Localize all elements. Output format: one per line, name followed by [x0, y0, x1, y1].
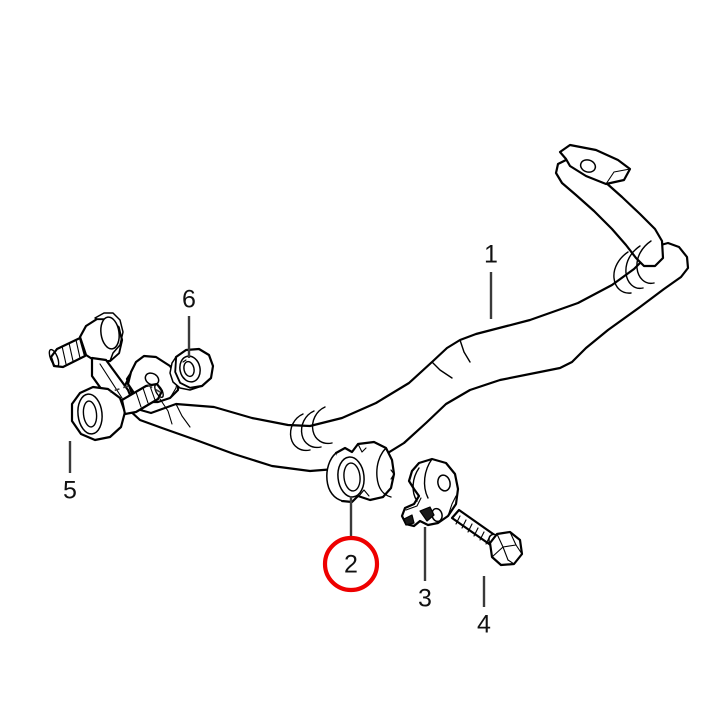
stabilizer-bar-right-tab-edge: [605, 168, 631, 185]
part-bushing-bracket-clamp[interactable]: [400, 457, 460, 528]
drop-link-nut-bore: [183, 360, 195, 378]
stabilizer-bar-left-tab-hole: [144, 372, 160, 386]
bolt-thread-5: [479, 531, 485, 541]
stabilizer-bar-collar-right-a: [613, 251, 632, 294]
bracket-clamp-saddle-arc: [412, 467, 420, 502]
bushing-left-flange: [326, 452, 344, 502]
drop-link-nut-facet-2: [181, 375, 186, 380]
bolt-hex-facet-5: [507, 559, 515, 565]
drop-link-nut-facet-1: [182, 359, 187, 363]
drop-link-lower-bore-outer: [77, 393, 103, 435]
bushing-bore-inner: [343, 462, 361, 492]
drop-link-upper-stud: [49, 336, 87, 369]
callout-label-1[interactable]: 1: [484, 241, 498, 269]
stabilizer-bar-bend-detail-1: [431, 361, 453, 379]
callout-label-3[interactable]: 3: [418, 585, 432, 613]
bracket-clamp-inner-edge: [423, 458, 433, 499]
bolt-hex-head: [488, 530, 524, 567]
part-stabilizer-bar-bushing[interactable]: [326, 440, 396, 504]
drop-link-lower-stud-end: [154, 383, 164, 399]
bracket-clamp-foot-edge: [405, 497, 422, 511]
stabilizer-bar-left-shoulder: [175, 403, 191, 428]
stabilizer-bar-right-tab-hole: [579, 159, 597, 173]
drop-link-lower-thread-3: [149, 385, 156, 401]
drop-link-lower-thread-2: [142, 387, 149, 404]
stabilizer-bar-collar-right-c: [636, 240, 655, 285]
assembly-guide-link-to-bar-2: [109, 385, 129, 393]
bolt-thread-2: [461, 519, 467, 529]
drop-link-upper-thread-2: [68, 342, 74, 362]
callout-label-6[interactable]: 6: [182, 286, 196, 314]
drop-link-upper-stud-end: [48, 348, 60, 368]
bolt-hex-facet-2: [502, 544, 517, 548]
part-stabilizer-drop-link[interactable]: [47, 312, 165, 442]
bracket-clamp-shadow-foot: [403, 514, 415, 526]
bolt-hex-facet-4: [509, 531, 523, 555]
drop-link-lower-bore-inner: [82, 400, 98, 428]
bracket-clamp-right-edge: [447, 495, 457, 517]
part-drop-link-nut[interactable]: [169, 347, 215, 391]
bolt-thread-1: [455, 515, 461, 525]
callout-layer: 1 2 3 4 5 6: [63, 241, 498, 639]
drop-link-lower-thread-1: [135, 391, 142, 408]
bushing-top-notch: [357, 443, 367, 453]
stabilizer-bar-bend-detail-2: [459, 339, 471, 363]
stabilizer-bar-collar-mid-b: [300, 410, 322, 449]
callout-label-4[interactable]: 4: [477, 611, 491, 639]
stabilizer-bar-body: [120, 241, 690, 473]
bolt-hex-facet-3: [502, 546, 509, 561]
bolt-thread-4: [473, 527, 479, 537]
callout-label-2[interactable]: 2: [344, 551, 358, 579]
stabilizer-bar-right-leg: [554, 158, 665, 268]
drop-link-upper-washer: [100, 316, 120, 350]
bushing-right-edge: [390, 469, 395, 480]
drop-link-upper-thread-1: [61, 345, 67, 365]
part-bracket-mounting-bolt[interactable]: [450, 508, 524, 567]
drop-link-nut-side: [169, 356, 203, 391]
highlight-ring-part-2: [322, 535, 380, 593]
stabilizer-bar-collar-mid-a: [289, 413, 311, 452]
stabilizer-bar-collar-right-b: [625, 245, 644, 290]
bracket-clamp-shadow-wedge: [419, 506, 435, 522]
callout-label-5[interactable]: 5: [63, 477, 77, 505]
bushing-right-rib-a: [376, 447, 392, 498]
drop-link-rod-highlight: [99, 363, 123, 399]
bushing-bottom-notch: [358, 489, 370, 497]
stabilizer-bar-collar-mid-c: [311, 406, 333, 445]
assembly-guide-link-to-bar: [145, 383, 161, 393]
bolt-thread-3: [467, 523, 473, 533]
bracket-clamp-upper-hole: [437, 474, 451, 492]
drop-link-upper-thread-3: [75, 339, 81, 359]
stabilizer-bar-left-tab-gusset: [159, 398, 173, 425]
